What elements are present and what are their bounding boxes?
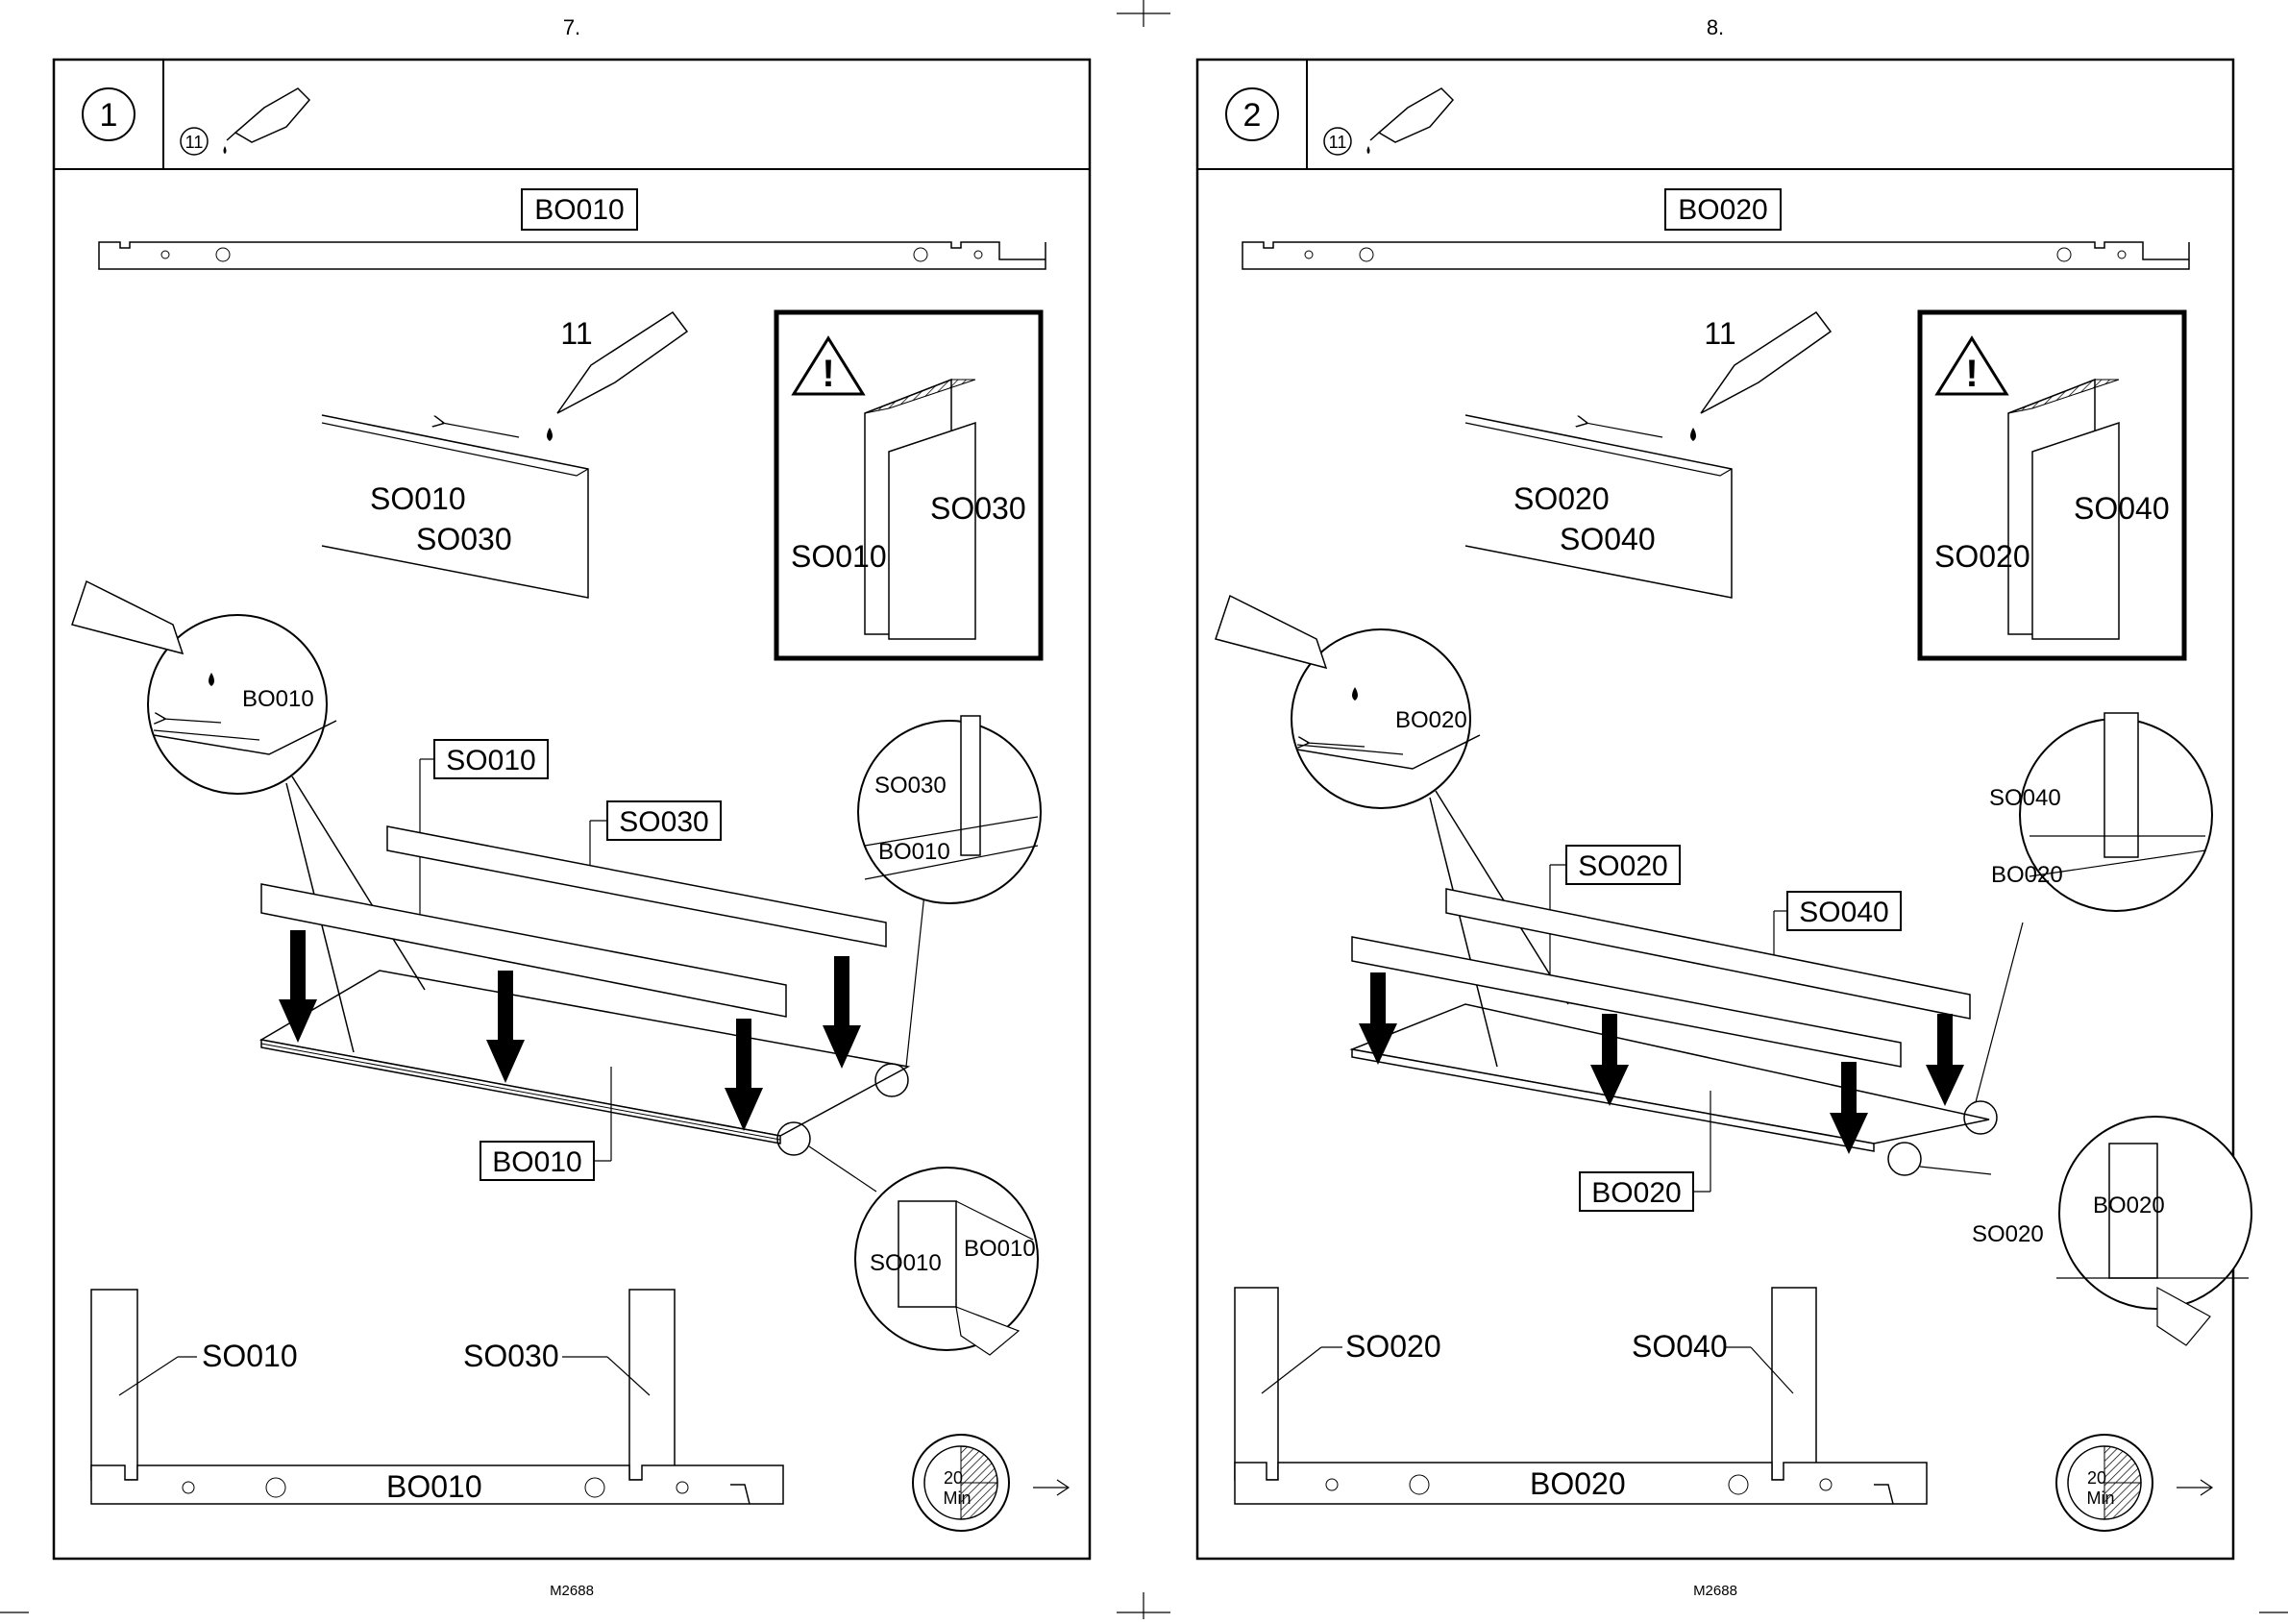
zoom-right-top: SO030 (874, 773, 947, 799)
lower-cross-section: SO020 SO040 BO020 (1235, 1288, 1927, 1504)
callout-base: BO010 (492, 1146, 581, 1178)
beam-label: BO020 (1678, 194, 1767, 226)
zoom-bottom-left: SO010 (870, 1250, 942, 1276)
lower-base: BO010 (386, 1469, 482, 1504)
footer-code: M2688 (550, 1583, 594, 1599)
glue-label: 11 (560, 316, 592, 351)
warning-side-a: SO020 (1934, 539, 2030, 574)
side-board-glue-detail: 11 SO010 SO030 (322, 312, 687, 598)
glue-ref: 11 (1329, 133, 1347, 152)
lower-side-a: SO010 (202, 1339, 298, 1373)
zoom-right-mid: BO020 (1991, 862, 2063, 888)
zoom-right-mid: BO010 (878, 839, 950, 865)
callout-side-a: SO010 (446, 745, 535, 776)
beam-label: BO010 (534, 194, 624, 226)
zoom-bottom-right: BO010 (964, 1236, 1036, 1262)
lower-side-b: SO040 (1632, 1329, 1728, 1364)
side-a-label: SO020 (1513, 481, 1610, 516)
zoom-side-b-circle: SO040 BO020 (1989, 713, 2212, 911)
zoom-glue-circle: BO010 (72, 581, 425, 1052)
page-number: 7. (563, 15, 580, 39)
zoom-side-b-circle: SO030 BO010 (858, 716, 1041, 903)
assembly-drawing (261, 826, 924, 1192)
lower-side-b: SO030 (463, 1339, 559, 1373)
glue-tube-icon: 11 (181, 88, 309, 155)
timer-icon: 20 Min (2056, 1435, 2212, 1531)
glue-label: 11 (1704, 316, 1735, 351)
lower-base: BO020 (1530, 1466, 1626, 1501)
callout-side-b: SO040 (1799, 897, 1888, 928)
timer-value: 20 (944, 1468, 963, 1488)
timer-unit: Min (943, 1489, 971, 1508)
lower-side-a: SO020 (1345, 1329, 1441, 1364)
zoom-bottom-right: BO020 (2093, 1193, 2165, 1218)
zoom-side-a-circle: SO020 BO020 (1972, 1117, 2251, 1345)
page-8: 8. 2 11 BO020 11 SO020 SO040 (1197, 15, 2251, 1599)
footer-code: M2688 (1693, 1583, 1737, 1599)
warning-side-b: SO030 (930, 491, 1026, 526)
side-b-label: SO040 (1560, 522, 1656, 556)
zoom-glue-label: BO010 (242, 686, 314, 712)
warning-box: ! SO010 SO030 (776, 312, 1041, 658)
page-number: 8. (1707, 15, 1724, 39)
page-7: 7. 1 11 BO010 11 (54, 15, 1090, 1599)
zoom-side-a-circle: SO010 BO010 (855, 1168, 1038, 1355)
callout-side-b: SO030 (619, 806, 708, 838)
timer-unit: Min (2086, 1489, 2114, 1508)
assembly-drawing (1352, 889, 2023, 1175)
glue-tube-icon: 11 (1324, 88, 1453, 155)
lower-cross-section: SO010 SO030 BO010 (91, 1290, 783, 1504)
step-number: 2 (1243, 97, 1262, 134)
step-number: 1 (100, 97, 118, 134)
warning-box: ! SO020 SO040 (1920, 312, 2184, 658)
callout-side-a: SO020 (1578, 850, 1667, 882)
side-b-label: SO030 (416, 522, 512, 556)
zoom-right-top: SO040 (1989, 785, 2061, 811)
side-a-label: SO010 (370, 481, 466, 516)
warning-side-b: SO040 (2074, 491, 2170, 526)
zoom-glue-label: BO020 (1395, 707, 1467, 733)
callout-base: BO020 (1591, 1177, 1681, 1209)
beam-drawing (99, 242, 1046, 269)
svg-text:!: ! (1965, 353, 1978, 395)
timer-icon: 20 Min (913, 1435, 1069, 1531)
glue-ref: 11 (185, 133, 204, 152)
zoom-glue-circle: BO020 (1216, 596, 1568, 1067)
side-board-glue-detail: 11 SO020 SO040 (1465, 312, 1831, 598)
warning-side-a: SO010 (791, 539, 887, 574)
beam-drawing (1242, 242, 2189, 269)
svg-text:!: ! (822, 353, 834, 395)
zoom-bottom-left: SO020 (1972, 1221, 2044, 1247)
timer-value: 20 (2087, 1468, 2106, 1488)
